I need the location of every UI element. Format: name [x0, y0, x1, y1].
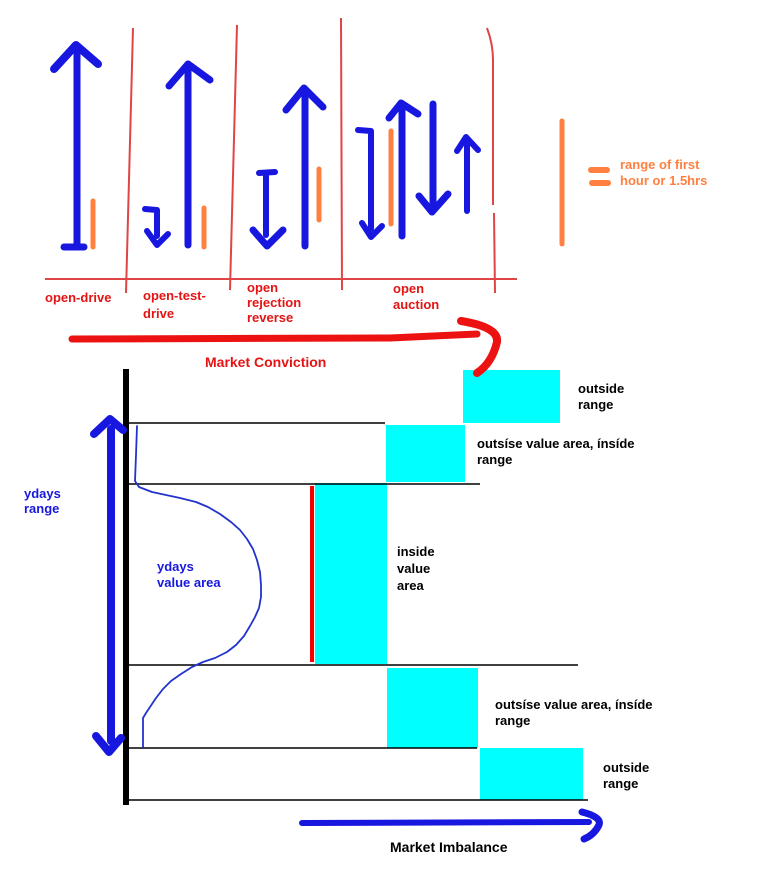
label-open-test-drive: open-test- drive [143, 287, 206, 323]
label-line: outside [603, 760, 650, 775]
label-line: outsíse value area, ínsíde [477, 436, 635, 451]
label-line: outsíse value area, ínsíde [495, 697, 653, 712]
ydays-range-arrowhead-down [92, 732, 125, 756]
ydays-range-double-arrow [90, 415, 127, 756]
label-line: range [24, 501, 60, 516]
value-area-profile-curve [134, 425, 262, 748]
label-market-conviction: Market Conviction [205, 354, 327, 370]
panel-separators [45, 17, 517, 294]
ydays-range-arrowhead-up [90, 415, 127, 438]
label-line: open [247, 280, 279, 295]
label-zone-inside-value-area: inside value area [397, 543, 435, 594]
label-first-hour-legend: range of first hour or 1.5hrs [620, 157, 707, 189]
label-line: range [603, 776, 639, 791]
label-line: hour or 1.5hrs [620, 173, 708, 188]
level-lines [123, 369, 588, 805]
label-open-auction: open auction [393, 281, 439, 313]
test-down-hook [142, 206, 160, 239]
separator-4 [486, 27, 496, 294]
open-drive-arrow [50, 41, 102, 251]
label-line: range [477, 452, 513, 467]
label-line: open [393, 281, 425, 296]
label-line: open-drive [45, 290, 112, 305]
opening-type-arrows [50, 41, 481, 251]
label-line: range [578, 397, 614, 412]
auction-down-hook [355, 127, 374, 232]
separator-2 [229, 24, 238, 291]
zone-box-outside-value-inside-range-bottom [387, 668, 478, 748]
market-imbalance-arrow [299, 808, 603, 843]
open-auction-arrows [355, 99, 481, 240]
open-test-drive-arrows [142, 60, 214, 249]
label-market-imbalance: Market Imbalance [390, 839, 508, 855]
label-line: value [397, 561, 431, 576]
label-line: area [397, 578, 424, 593]
label-line: range of first [620, 157, 700, 172]
imbalance-arrow-shaft [299, 819, 592, 826]
label-ydays-range: ydays range [24, 486, 61, 516]
label-zone-outside-value-inside-range-bottom: outsíse value area, ínsíde range [495, 697, 653, 729]
label-open-rejection-reverse: open rejection reverse [247, 280, 301, 325]
label-line: ydays [157, 559, 194, 574]
label-zone-outside-value-inside-range-top: outsíse value area, ínsíde range [477, 436, 635, 468]
conviction-arrow-shaft [68, 330, 481, 343]
first-hour-range-bars [90, 118, 611, 250]
label-line: ydays [24, 486, 61, 501]
zone-box-inside-value-area [315, 483, 387, 664]
market-conviction-arrow [68, 317, 502, 377]
separator-1 [125, 27, 134, 294]
zone-box-outside-range-top [463, 370, 560, 423]
zone-box-outside-value-inside-range-top [386, 425, 465, 482]
label-ydays-value-area: ydays value area [157, 559, 221, 591]
imbalance-arrowhead [578, 808, 603, 843]
label-line: outside [578, 381, 625, 396]
label-line: value area [157, 575, 221, 590]
label-line: reverse [247, 310, 294, 325]
separator-3 [340, 17, 343, 291]
zone-box-outside-range-bottom [480, 748, 583, 800]
label-open-drive: open-drive [45, 290, 111, 306]
label-zone-outside-range-top: outside range [578, 381, 624, 413]
label-zone-outside-range-bottom: outside range [603, 760, 649, 792]
zone-boxes [315, 370, 583, 800]
label-line: auction [393, 297, 440, 312]
label-line: drive [143, 306, 175, 321]
label-line: rejection [247, 295, 302, 310]
open-rejection-reverse-arrows [249, 84, 327, 250]
label-line: open-test- [143, 288, 206, 303]
label-line: range [495, 713, 531, 728]
label-line: inside [397, 544, 435, 559]
conviction-arrowhead [457, 317, 502, 377]
